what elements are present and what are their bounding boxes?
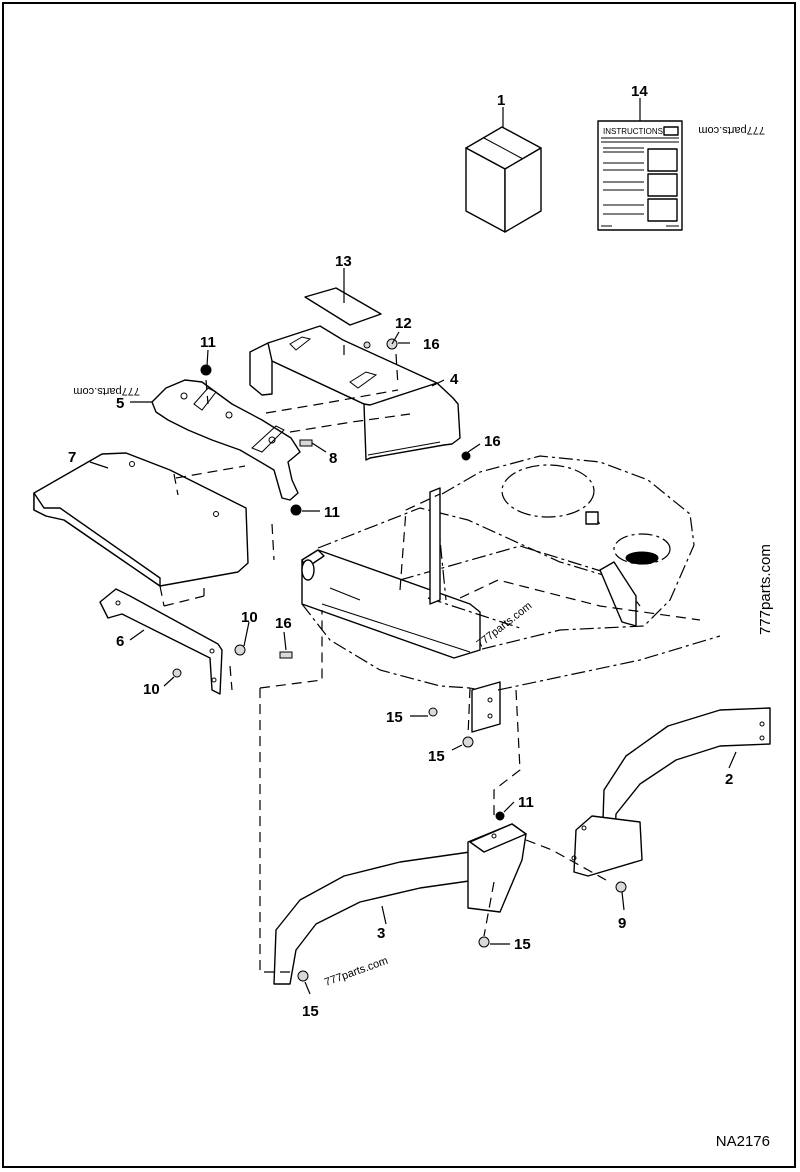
callout-16-lower: 16 bbox=[275, 615, 292, 632]
part-4-top-cover bbox=[249, 325, 461, 461]
callout-11-top: 11 bbox=[200, 334, 216, 351]
instructions-heading: INSTRUCTIONS bbox=[603, 127, 663, 136]
deck-frame bbox=[301, 455, 721, 733]
callout-13: 13 bbox=[335, 253, 352, 270]
watermark-right-edge: 777parts.com bbox=[757, 544, 774, 635]
watermark-top-right: 777parts.com bbox=[698, 124, 765, 136]
diagram-reference-code: NA2176 bbox=[715, 1133, 770, 1150]
watermark-left: 777parts.com bbox=[73, 385, 140, 397]
part-1-box bbox=[465, 126, 542, 233]
callout-3: 3 bbox=[377, 925, 385, 942]
assembly-lines bbox=[205, 379, 607, 973]
part-6-lower-bracket bbox=[99, 585, 223, 695]
watermark-bottom: 777parts.com bbox=[323, 955, 390, 989]
callout-11-bottom: 11 bbox=[518, 794, 534, 811]
part-3-left-shield bbox=[273, 823, 527, 985]
callout-4: 4 bbox=[450, 371, 459, 388]
watermark-center: 777parts.com bbox=[474, 600, 534, 650]
callout-14: 14 bbox=[631, 83, 648, 100]
callout-15-d: 15 bbox=[302, 1003, 319, 1020]
callout-9: 9 bbox=[618, 915, 626, 932]
callout-11-mid: 11 bbox=[324, 504, 340, 521]
part-13-decal bbox=[304, 268, 382, 326]
callout-15-b: 15 bbox=[428, 748, 445, 765]
callout-10-upper: 10 bbox=[241, 609, 258, 626]
callout-8: 8 bbox=[329, 450, 337, 467]
callouts: 1 14 13 12 16 11 4 5 8 16 7 11 10 16 6 1… bbox=[68, 83, 733, 1020]
leader-lines bbox=[89, 98, 737, 995]
callout-16-top: 16 bbox=[423, 336, 440, 353]
callout-16-right: 16 bbox=[484, 433, 501, 450]
callout-12: 12 bbox=[395, 315, 412, 332]
callout-6: 6 bbox=[116, 633, 124, 650]
callout-15-c: 15 bbox=[514, 936, 531, 953]
part-14-instructions-sheet: INSTRUCTIONS bbox=[597, 120, 683, 231]
hardware bbox=[172, 338, 627, 982]
callout-1: 1 bbox=[497, 92, 505, 109]
part-2-right-shield bbox=[571, 707, 771, 877]
part-7-shield bbox=[33, 452, 249, 587]
callout-2: 2 bbox=[725, 771, 733, 788]
callout-10-lower: 10 bbox=[143, 681, 160, 698]
callout-5: 5 bbox=[116, 395, 124, 412]
callout-7: 7 bbox=[68, 449, 76, 466]
callout-15-a: 15 bbox=[386, 709, 403, 726]
